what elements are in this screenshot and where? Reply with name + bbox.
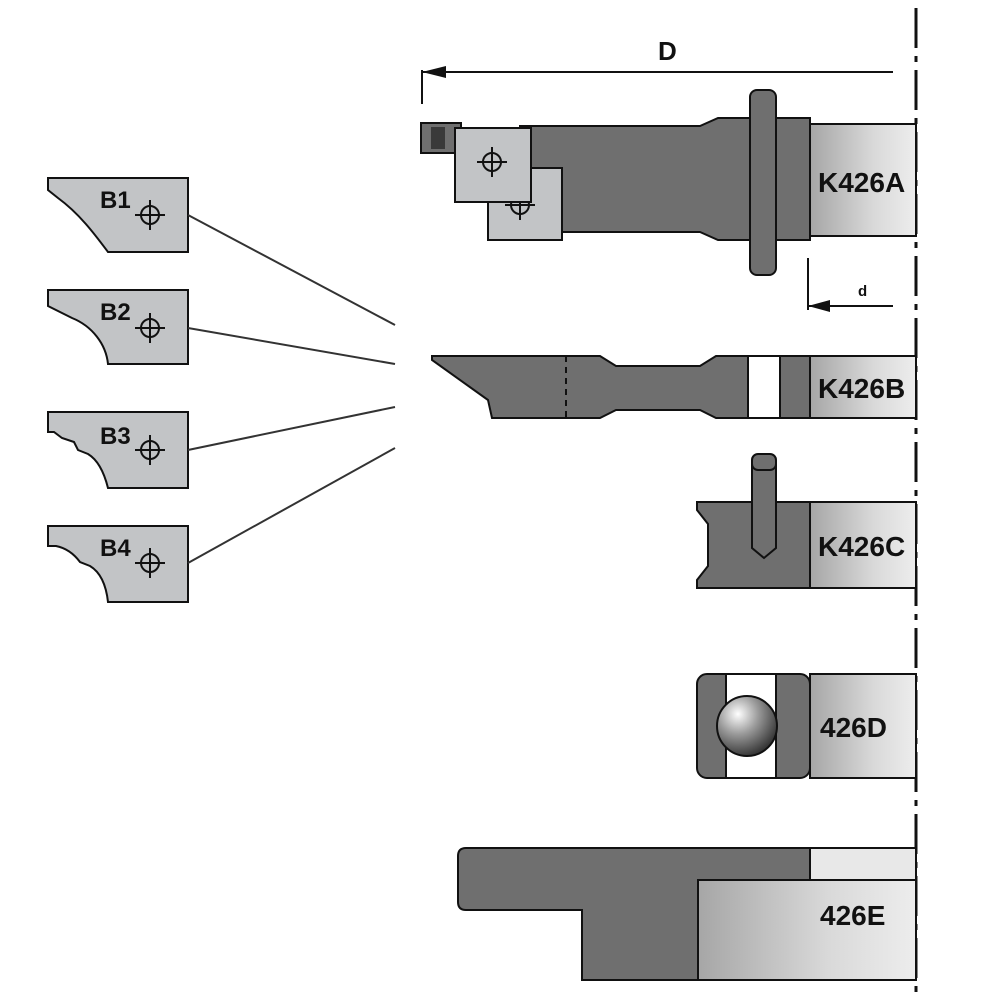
dimension-D-label: D	[658, 36, 677, 66]
tool-K426B: K426B	[431, 355, 917, 419]
tool-426E: 426E	[457, 847, 917, 981]
tool-K426A: K426A	[420, 89, 917, 276]
tool-label-K426C: K426C	[818, 531, 905, 562]
insert-label-B4: B4	[100, 535, 131, 562]
dimension-D: D	[421, 36, 893, 104]
insert-B2: B2	[47, 289, 189, 365]
dimension-d: d	[807, 258, 893, 312]
insert-label-B3: B3	[100, 423, 131, 450]
tool-label-K426A: K426A	[818, 167, 905, 198]
insert-label-B2: B2	[100, 299, 131, 326]
insert-label-B1: B1	[100, 187, 131, 214]
insert-B1: B1	[47, 177, 189, 253]
insert-B4: B4	[47, 525, 189, 603]
tool-label-K426B: K426B	[818, 373, 905, 404]
dimension-d-label: d	[858, 283, 867, 300]
insert-B3: B3	[47, 411, 189, 489]
tool-label-426D: 426D	[820, 712, 887, 743]
tool-K426C: K426C	[696, 453, 917, 589]
tool-label-426E: 426E	[820, 900, 885, 931]
ball-bearing-icon	[716, 695, 778, 757]
leader-lines	[187, 214, 396, 564]
tool-426D: 426D	[696, 673, 917, 779]
